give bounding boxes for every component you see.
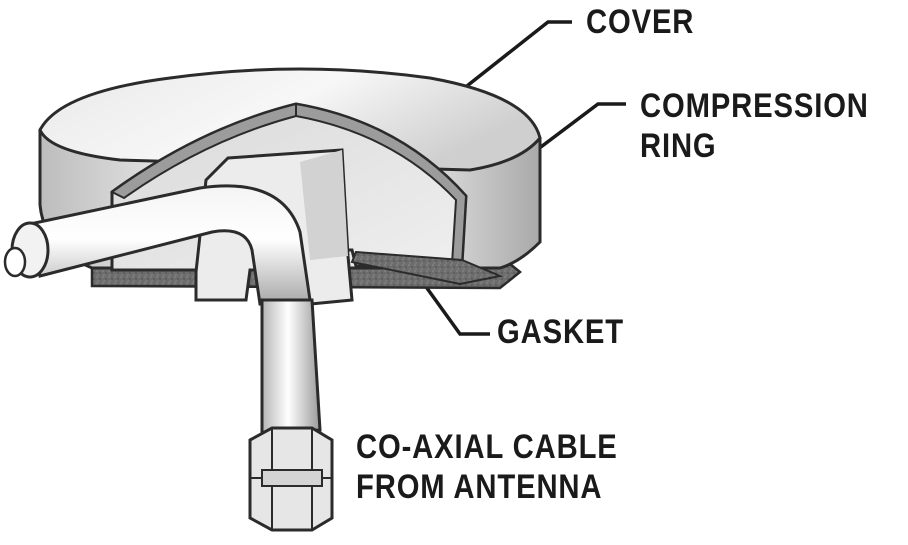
cover-leader-line — [432, 20, 572, 114]
cable-end-pin — [3, 246, 27, 278]
compression-ring-label-line-1: COMPRESSION — [640, 87, 869, 125]
coaxial-cable-vertical — [260, 298, 322, 436]
coaxial-cable-label-line-1: CO-AXIAL CABLE — [356, 428, 618, 466]
coaxial-cable-horizontal — [28, 184, 312, 306]
compression-ring-label-line-2: RING — [640, 127, 717, 165]
inner-boss-shadow — [300, 150, 348, 260]
gasket-band — [350, 250, 504, 286]
cover-label: COVER — [586, 3, 695, 41]
compression-ring-label: COMPRESSION RING — [640, 86, 869, 166]
coaxial-cable-label-line-2: FROM ANTENNA — [356, 468, 603, 506]
gasket-leader-line — [422, 282, 490, 336]
compression-ring-left — [110, 102, 297, 200]
coaxial-cable-label: CO-AXIAL CABLE FROM ANTENNA — [356, 427, 618, 507]
cable-connector-nut — [248, 426, 334, 532]
gasket-label: GASKET — [497, 313, 625, 351]
